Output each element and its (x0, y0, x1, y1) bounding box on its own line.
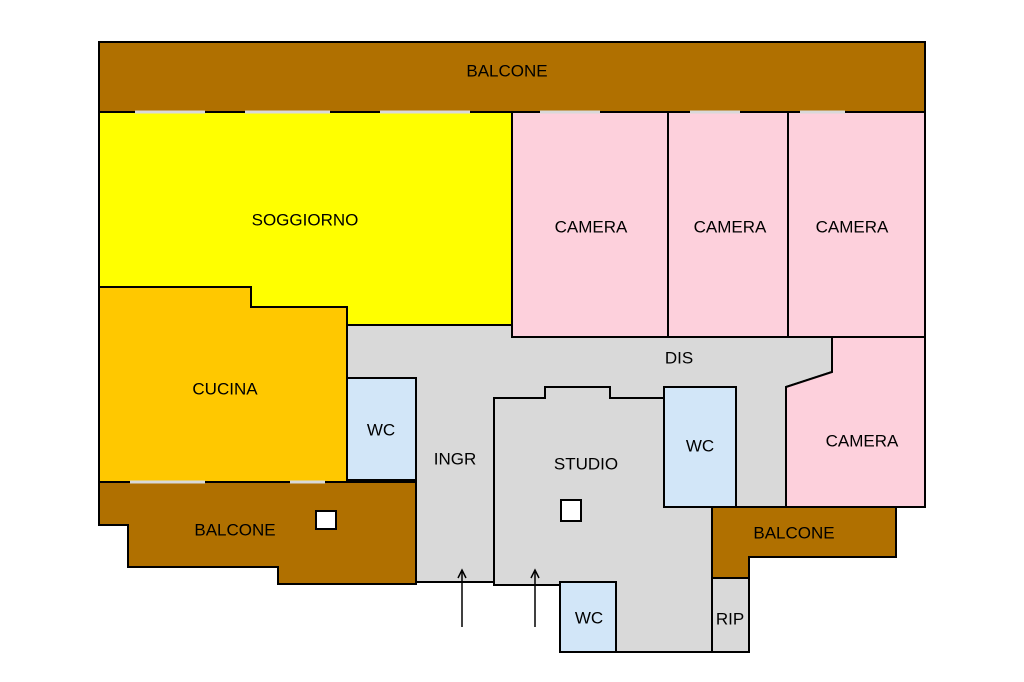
label-wc-2: WC (686, 436, 714, 455)
label-cucina: CUCINA (192, 379, 258, 398)
room-wc-2 (663, 386, 737, 508)
balcone-top (98, 41, 926, 113)
label-camera-4: CAMERA (826, 431, 899, 450)
label-studio: STUDIO (554, 454, 618, 473)
entry-arrow-icon (530, 568, 540, 627)
label-camera-3: CAMERA (816, 217, 889, 236)
label-camera-1: CAMERA (555, 217, 628, 236)
window-openings (130, 110, 845, 484)
room-wc-1 (346, 377, 417, 481)
label-rip: RIP (716, 609, 744, 628)
room-rip (711, 577, 750, 653)
label-soggiorno: SOGGIORNO (252, 210, 359, 229)
room-wc-3 (559, 581, 617, 653)
square-pillar-icon (315, 510, 337, 530)
label-wc-1: WC (367, 420, 395, 439)
balcone-right (711, 506, 897, 579)
label-camera-2: CAMERA (694, 217, 767, 236)
balcone-left (98, 481, 417, 585)
label-wc-3: WC (575, 608, 603, 627)
room-camera-3 (787, 111, 926, 338)
label-balcone-left: BALCONE (194, 520, 275, 539)
label-dis: DIS (665, 348, 693, 367)
square-pillar-icon (560, 499, 582, 522)
label-balcone-right: BALCONE (753, 523, 834, 542)
label-ingr: INGR (434, 449, 477, 468)
label-balcone-top: BALCONE (466, 61, 547, 80)
entry-arrow-icon (457, 568, 467, 627)
